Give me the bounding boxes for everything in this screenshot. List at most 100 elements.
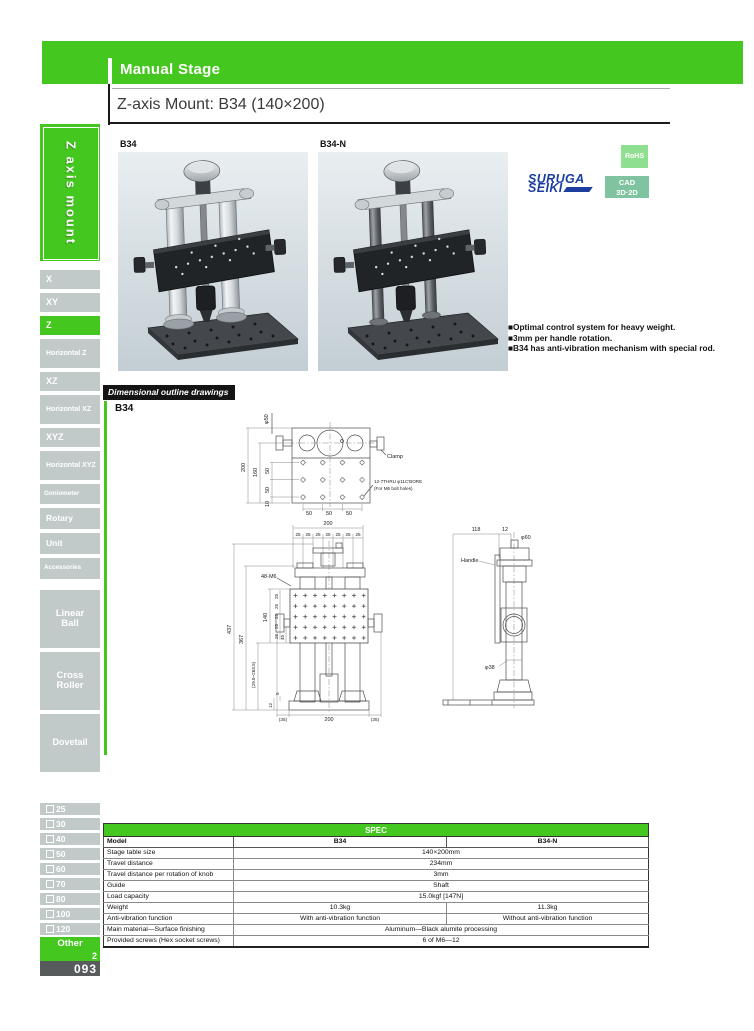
sidebar-section-z-axis-mount[interactable]: Z axis mount bbox=[40, 124, 100, 261]
sidebar-item-goniometer[interactable]: Goniometer bbox=[40, 484, 100, 504]
size-badge-25[interactable]: 25 bbox=[40, 803, 100, 815]
sidebar-item-rotary[interactable]: Rotary bbox=[40, 508, 100, 529]
category-bar bbox=[42, 41, 743, 84]
spec-value: 6 of M6—12 bbox=[233, 935, 649, 948]
spec-label: Anti-vibration function bbox=[103, 913, 234, 925]
brand-swoosh-icon bbox=[562, 187, 593, 192]
dim-118: 118 bbox=[472, 527, 481, 533]
dim-50: 50 bbox=[346, 511, 352, 517]
dim-dia38: φ38 bbox=[485, 665, 495, 671]
size-badge-40[interactable]: 40 bbox=[40, 833, 100, 845]
brand-line1: SURUGA bbox=[528, 172, 585, 186]
size-badge-120[interactable]: 120 bbox=[40, 923, 100, 935]
dim-200: 200 bbox=[323, 521, 332, 527]
spec-value-b34: 10.3kg bbox=[233, 902, 447, 914]
spec-label: Travel distance per rotation of knob bbox=[103, 869, 234, 881]
rohs-badge: RoHS bbox=[621, 145, 648, 168]
top-view: φ50 200 160 50 50 10 50 50 50 Clamp 12-7… bbox=[241, 413, 422, 517]
sidebar-item-accessories[interactable]: Accessories bbox=[40, 558, 100, 579]
spec-label: Guide bbox=[103, 880, 234, 892]
size-badge-other[interactable]: Other bbox=[40, 937, 100, 950]
dim-200: 200 bbox=[241, 463, 247, 472]
spec-value: Aluminum—Black alumite processing bbox=[233, 924, 649, 936]
sidebar-item-dovetail[interactable]: Dovetail bbox=[40, 714, 100, 772]
sidebar-item-xyz[interactable]: XYZ bbox=[40, 428, 100, 447]
cad-badge-line1: CAD bbox=[618, 178, 636, 187]
page-number: 093 bbox=[40, 961, 100, 976]
title-divider-vertical bbox=[108, 84, 110, 125]
checkbox-icon bbox=[46, 910, 54, 918]
dim-25: 25 bbox=[274, 593, 279, 599]
spec-label: Main material—Surface finishing bbox=[103, 924, 234, 936]
dim-25: 25 bbox=[295, 532, 301, 537]
feature-item: ■Optimal control system for heavy weight… bbox=[508, 322, 676, 332]
size-badge-100[interactable]: 100 bbox=[40, 908, 100, 920]
size-badge-50[interactable]: 50 bbox=[40, 848, 100, 860]
table-row: Guide Shaft bbox=[103, 880, 649, 892]
dim-travel-range: (29.5~263.5) bbox=[251, 661, 256, 688]
sidebar-item-xz[interactable]: XZ bbox=[40, 372, 100, 391]
table-row: Load capacity 15.0kgf [147N] bbox=[103, 891, 649, 903]
cad-badge[interactable]: CAD 3D·2D bbox=[605, 176, 649, 198]
sidebar-item-horizontal-xz[interactable]: Horizontal XZ bbox=[40, 395, 100, 424]
size-badge-30[interactable]: 30 bbox=[40, 818, 100, 830]
sidebar-item-linear-ball[interactable]: Linear Ball bbox=[40, 590, 100, 648]
spec-value: 234mm bbox=[233, 858, 649, 870]
dim-25: 25 bbox=[315, 532, 321, 537]
sidebar-item-x[interactable]: X bbox=[40, 270, 100, 289]
spec-label: Weight bbox=[103, 902, 234, 914]
dim-5: 5 bbox=[275, 692, 280, 695]
size-badge-60[interactable]: 60 bbox=[40, 863, 100, 875]
dim-25: 25 bbox=[335, 532, 341, 537]
size-badge-70[interactable]: 70 bbox=[40, 878, 100, 890]
sidebar-item-unit[interactable]: Unit bbox=[40, 533, 100, 554]
dim-45: 45 bbox=[280, 634, 285, 640]
page-title: Z-axis Mount: B34 (140×200) bbox=[117, 96, 325, 113]
sidebar-item-z[interactable]: Z bbox=[40, 316, 100, 335]
dim-160: 160 bbox=[253, 468, 259, 477]
spec-value: 140×200mm bbox=[233, 847, 649, 859]
handle-label: Handle bbox=[461, 558, 478, 564]
table-row: Travel distance per rotation of knob 3mm bbox=[103, 869, 649, 881]
dim-437: 437 bbox=[227, 625, 233, 634]
sidebar-item-horizontal-xyz[interactable]: Horizontal XYZ bbox=[40, 451, 100, 480]
cad-badge-line2: 3D·2D bbox=[616, 188, 638, 197]
sidebar-item-horizontal-z[interactable]: Horizontal Z bbox=[40, 339, 100, 368]
dim-25: 25 bbox=[274, 633, 279, 639]
table-row: Stage table size 140×200mm bbox=[103, 847, 649, 859]
feature-list: ■Optimal control system for heavy weight… bbox=[508, 322, 748, 355]
dim-48-m6: 48-M6 bbox=[261, 574, 277, 580]
dim-10: 10 bbox=[265, 501, 271, 507]
spec-value: Shaft bbox=[233, 880, 649, 892]
spec-value: 15.0kgf [147N] bbox=[233, 891, 649, 903]
dim-25: 25 bbox=[274, 603, 279, 609]
size-badge-80[interactable]: 80 bbox=[40, 893, 100, 905]
dimensional-drawing: φ50 200 160 50 50 10 50 50 50 Clamp 12-7… bbox=[227, 413, 535, 723]
spec-label: Load capacity bbox=[103, 891, 234, 903]
bore-note-1: 12-7THRU φ11C'BORE bbox=[374, 479, 422, 484]
checkbox-icon bbox=[46, 880, 54, 888]
dim-140: 140 bbox=[263, 613, 269, 622]
dim-35: (35) bbox=[279, 717, 288, 722]
dim-12: 12 bbox=[502, 527, 508, 533]
sidebar-item-cross-roller[interactable]: Cross Roller bbox=[40, 652, 100, 710]
checkbox-icon bbox=[46, 925, 54, 933]
dim-50: 50 bbox=[306, 511, 312, 517]
dim-35: (35) bbox=[371, 717, 380, 722]
drawing-section-border bbox=[104, 401, 107, 755]
spec-value-b34n: 11.3kg bbox=[446, 902, 649, 914]
product-photo-b34n bbox=[318, 152, 508, 371]
spec-table: SPEC Model B34 B34-N Stage table size 14… bbox=[103, 823, 649, 948]
feature-item: ■3mm per handle rotation. bbox=[508, 332, 613, 343]
spec-value: 3mm bbox=[233, 869, 649, 881]
drawing-model-label: B34 bbox=[115, 403, 134, 414]
dim-50: 50 bbox=[326, 511, 332, 517]
checkbox-icon bbox=[46, 820, 54, 828]
dim-dia60: φ60 bbox=[521, 535, 531, 541]
table-row: Model B34 B34-N bbox=[103, 836, 649, 848]
checkbox-icon bbox=[46, 895, 54, 903]
sidebar-item-xy[interactable]: XY bbox=[40, 293, 100, 312]
spec-label: Travel distance bbox=[103, 858, 234, 870]
spec-value-b34n: Without anti-vibration function bbox=[446, 913, 649, 925]
